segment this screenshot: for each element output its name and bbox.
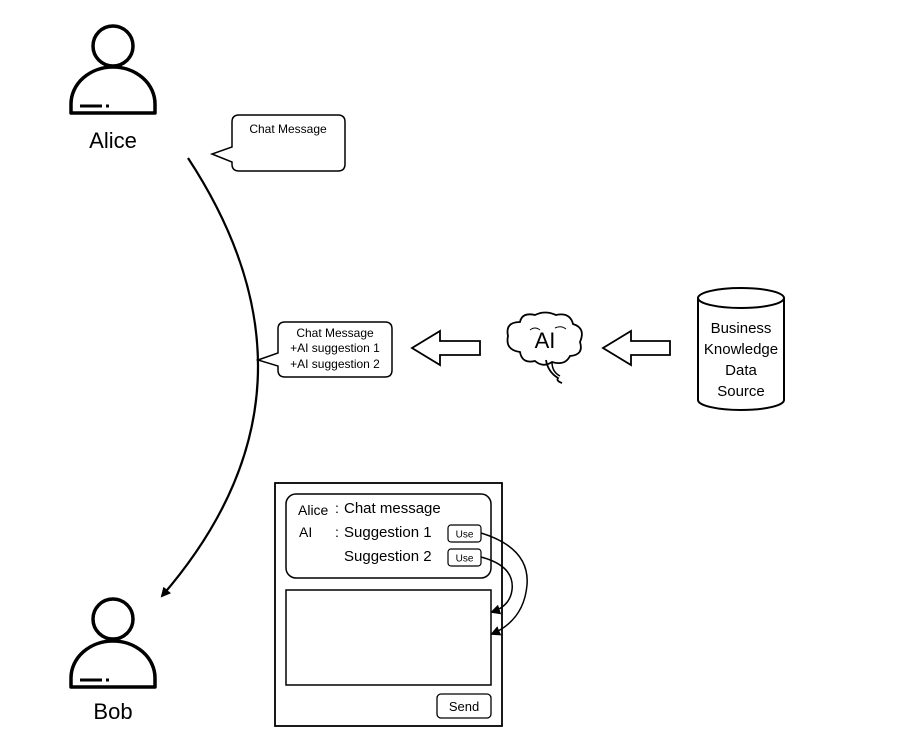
bubble-2-line-3: +AI suggestion 2 <box>290 357 380 371</box>
data-source-line-1: Business <box>711 320 772 337</box>
bob-user-icon <box>69 597 157 689</box>
use-button-2-label: Use <box>456 554 474 565</box>
row-2-separator: : <box>335 524 339 540</box>
chat-bubble-2: Chat Message +AI suggestion 1 +AI sugges… <box>255 321 393 378</box>
data-source-line-3: Data <box>725 362 757 379</box>
alice-label: Alice <box>89 128 137 153</box>
data-to-ai-arrow <box>601 329 671 367</box>
chat-bubble-1: Chat Message <box>209 114 346 172</box>
message-input-field[interactable] <box>285 589 492 686</box>
row-3-text: Suggestion 2 <box>344 548 432 565</box>
use-1-to-input-arrow <box>480 532 528 636</box>
send-button-label: Send <box>449 699 479 714</box>
data-source-line-4: Source <box>717 383 765 400</box>
row-2-speaker: AI <box>299 524 312 540</box>
message-flow-arrow <box>160 157 260 598</box>
alice-user-icon <box>69 24 157 115</box>
database-cylinder-icon <box>697 287 785 411</box>
bubble-2-line-2: +AI suggestion 1 <box>290 341 380 355</box>
send-button[interactable]: Send <box>436 693 492 719</box>
row-1-speaker: Alice <box>298 502 329 518</box>
use-suggestion-2-button[interactable]: Use <box>447 548 482 567</box>
use-button-1-label: Use <box>456 530 474 541</box>
ai-to-message-arrow <box>410 329 481 367</box>
row-1-separator: : <box>335 500 339 516</box>
ai-label: AI <box>535 328 556 353</box>
brain-cloud-icon <box>506 311 583 384</box>
use-2-to-input-arrow <box>480 556 513 615</box>
row-1-text: Chat message <box>344 500 441 517</box>
bob-label: Bob <box>93 699 132 724</box>
use-suggestion-1-button[interactable]: Use <box>447 524 482 543</box>
bubble-1-text: Chat Message <box>249 122 327 136</box>
bubble-2-line-1: Chat Message <box>296 326 374 340</box>
row-2-text: Suggestion 1 <box>344 524 432 541</box>
data-source-line-2: Knowledge <box>704 341 778 358</box>
